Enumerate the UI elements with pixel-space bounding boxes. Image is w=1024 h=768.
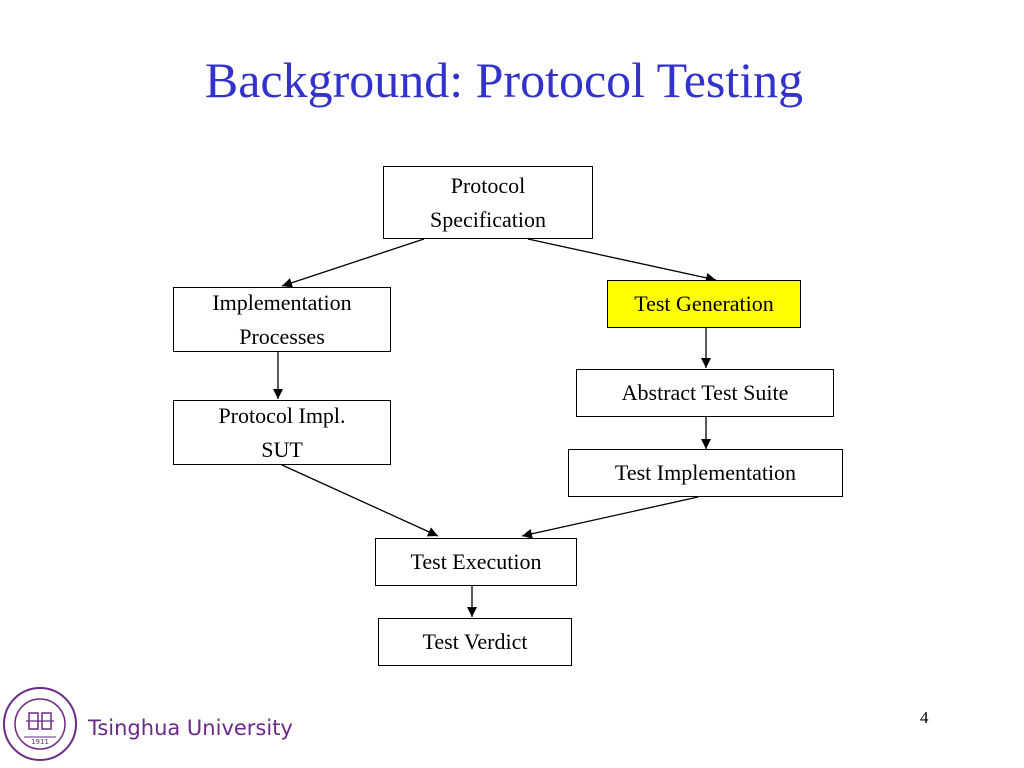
abstract-test-suite-label: Abstract Test Suite — [621, 380, 789, 405]
arrow-test-implementation-to-test-execution — [521, 496, 699, 539]
seal-year: 1911 — [31, 738, 49, 746]
test-verdict-box: Test Verdict — [378, 618, 572, 666]
implementation-processes-box: Implementation Processes — [173, 287, 391, 352]
abstract-test-suite-box: Abstract Test Suite — [576, 369, 834, 417]
test-implementation-box: Test Implementation — [568, 449, 843, 497]
implementation-processes-label: Implementation Processes — [212, 289, 352, 349]
arrow-sut-to-test-execution — [281, 464, 439, 537]
test-execution-label: Test Execution — [410, 549, 542, 574]
test-execution-box: Test Execution — [375, 538, 577, 586]
page-number: 4 — [920, 708, 929, 727]
university-name: Tsinghua University — [88, 716, 293, 740]
arrow-spec-to-implementation — [281, 238, 425, 288]
test-generation-box: Test Generation — [607, 280, 801, 328]
slide-title: Background: Protocol Testing — [204, 52, 804, 108]
protocol-specification-box: Protocol Specification — [383, 166, 593, 239]
test-verdict-label: Test Verdict — [422, 629, 528, 654]
protocol-impl-sut-label: Protocol Impl. SUT — [218, 402, 346, 462]
protocol-specification-label: Protocol Specification — [429, 172, 547, 232]
protocol-impl-sut-box: Protocol Impl. SUT — [173, 400, 391, 465]
test-generation-label: Test Generation — [634, 291, 774, 316]
arrow-spec-to-test-generation — [527, 238, 717, 283]
test-implementation-label: Test Implementation — [614, 460, 797, 485]
university-seal-icon: 1911 — [3, 687, 77, 761]
